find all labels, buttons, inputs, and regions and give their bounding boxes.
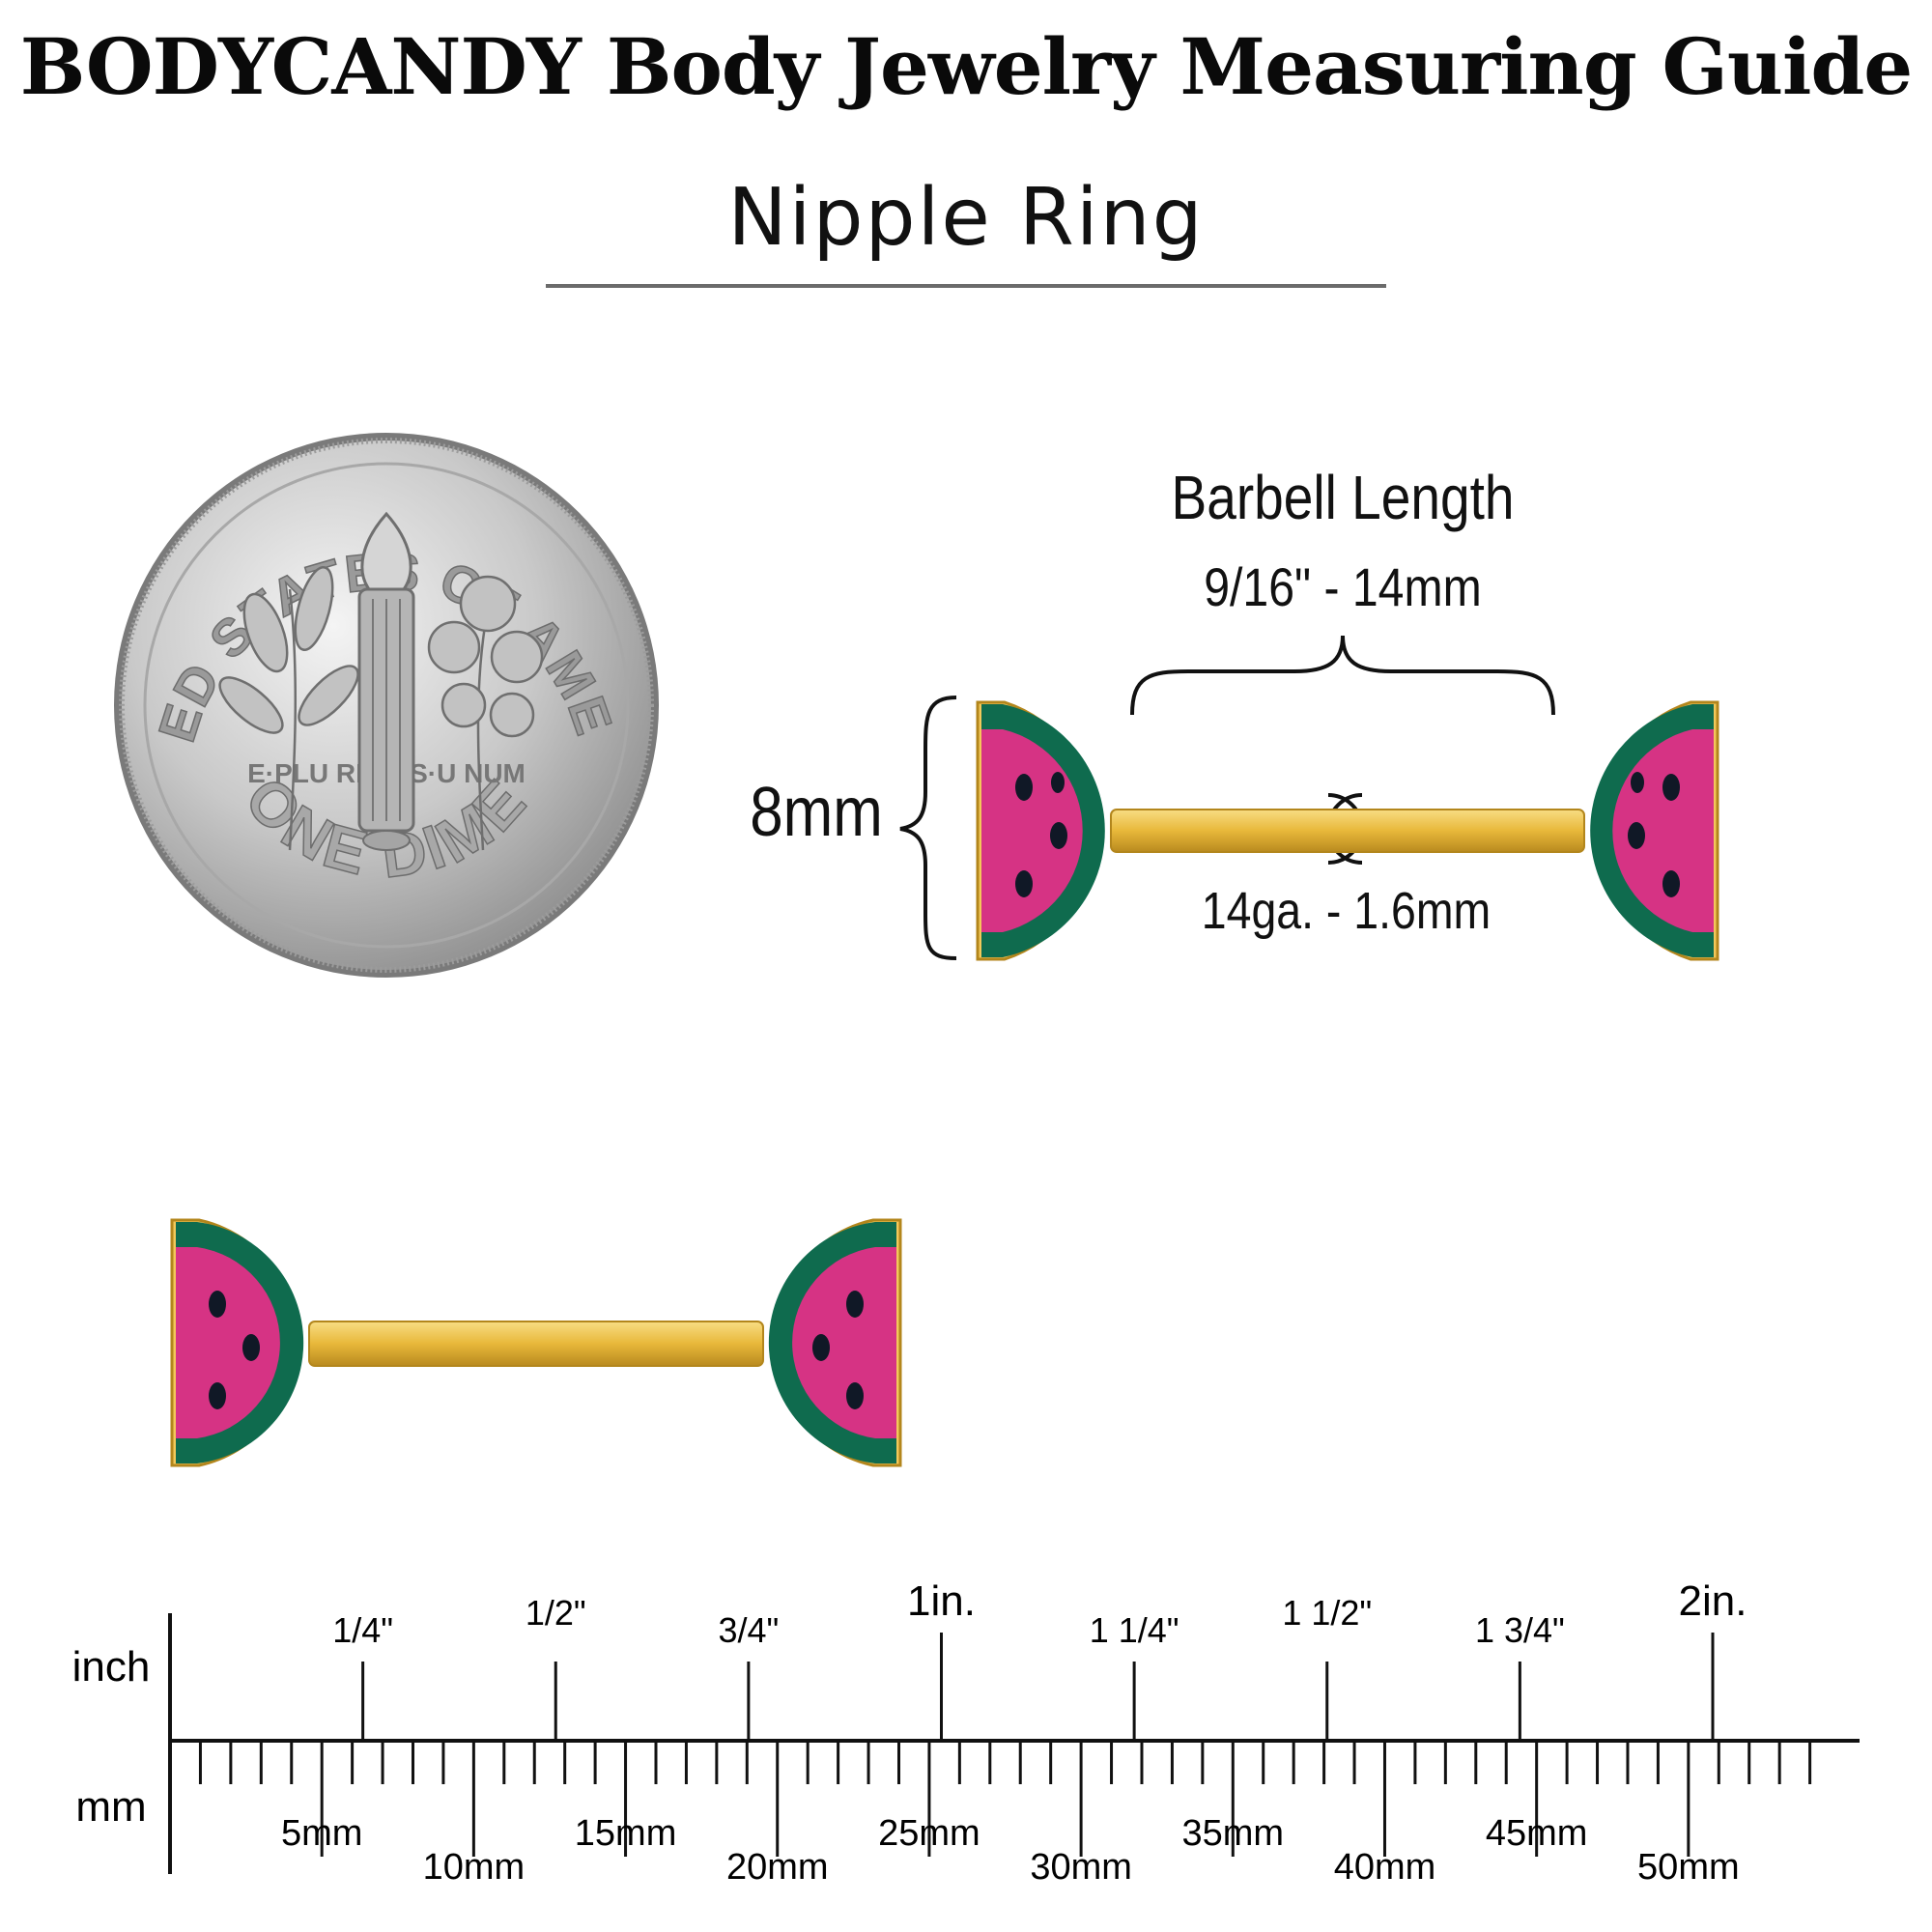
torch-icon <box>357 511 415 851</box>
ruler-inch-label: 1/2" <box>526 1593 586 1633</box>
ruler-mm-label: 10mm <box>423 1847 526 1888</box>
ruler-inch-label: 1 1/4" <box>1090 1610 1179 1650</box>
ruler-inch-label: inch <box>72 1643 151 1690</box>
dime-coin-image: UNITED STATES OF AMERICA ONE DIME E·PLU … <box>106 425 659 978</box>
ruler-inch-label: 1/4" <box>332 1610 393 1650</box>
ruler-inch-label: 1 3/4" <box>1475 1610 1565 1650</box>
barbell-length-label: Barbell Length <box>1171 463 1515 532</box>
barbell-bar <box>308 1321 764 1367</box>
ruler-ticks: 5mm 10mm 15mm 20mm 25mm 30mm 35mm 40mm 45mm 50mm 1… <box>198 1584 1812 1888</box>
title-divider <box>546 284 1386 288</box>
olive-branch-icon <box>218 566 359 851</box>
ruler-mm-label: 40mm <box>1334 1847 1436 1888</box>
nipple-ring-measured-image <box>976 700 1719 961</box>
ruler-mm-label: 30mm <box>1030 1847 1132 1888</box>
end-size-bracket <box>899 696 957 960</box>
ruler-mm-label: mm <box>75 1783 146 1831</box>
watermelon-end-right <box>1590 700 1719 961</box>
ruler-mm-label: 15mm <box>575 1813 677 1854</box>
page-title: BODYCANDY Body Jewelry Measuring Guide <box>19 21 1913 112</box>
ruler-mm-label: 35mm <box>1182 1813 1285 1854</box>
ruler-mm-label: 50mm <box>1637 1847 1740 1888</box>
watermelon-end-left <box>976 700 1105 961</box>
ruler-inch-label: 2in. <box>1679 1584 1747 1625</box>
ruler-mm-label: 5mm <box>281 1813 362 1854</box>
gauge-value: 14ga. - 1.6mm <box>1201 882 1492 940</box>
watermelon-end-right <box>768 1218 902 1467</box>
oak-branch-icon <box>427 575 544 851</box>
ruler-inch-label: 1 1/2" <box>1282 1593 1372 1633</box>
watermelon-end-left <box>170 1218 304 1467</box>
page-subtitle: Nipple Ring <box>727 172 1205 264</box>
nipple-ring-product-image <box>170 1218 902 1467</box>
barbell-length-value: 9/16" - 14mm <box>1204 556 1482 617</box>
barbell-bar <box>1110 809 1585 853</box>
measuring-ruler: inch mm 5mm 10mm 15mm 20mm 25mm 30mm 35mm 40mm 4… <box>72 1584 1860 1888</box>
end-size-value: 8mm <box>750 774 883 851</box>
ruler-inch-label: 3/4" <box>718 1610 779 1650</box>
ruler-mm-label: 20mm <box>726 1847 829 1888</box>
ruler-mm-label: 25mm <box>878 1813 980 1854</box>
ruler-inch-label: 1in. <box>907 1584 976 1625</box>
ruler-mm-label: 45mm <box>1486 1813 1588 1854</box>
